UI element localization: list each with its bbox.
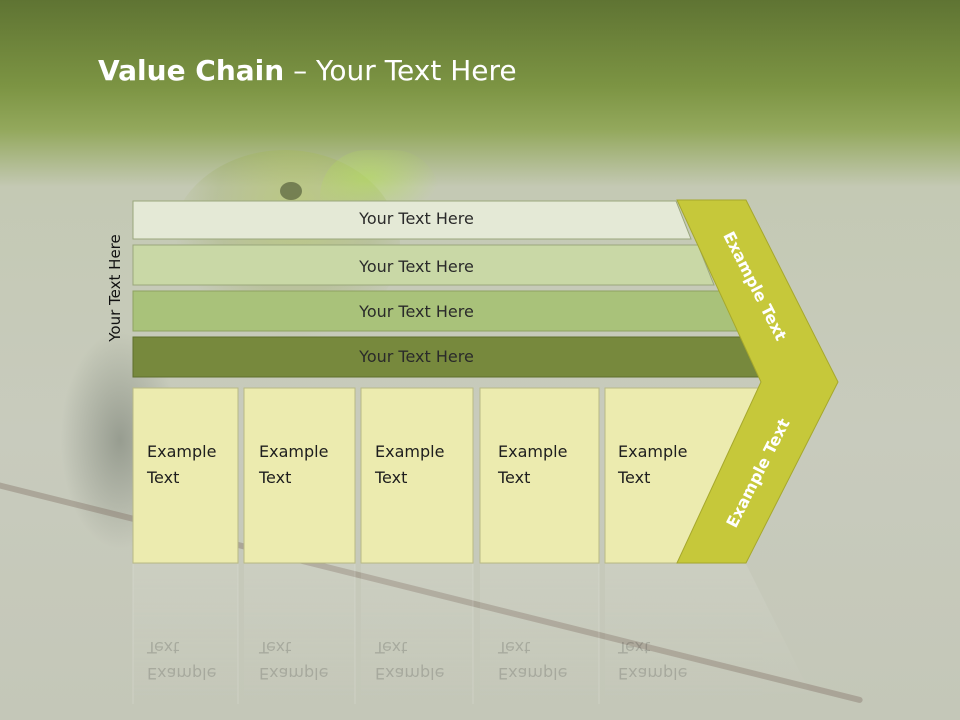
box-4-reflection: [480, 564, 599, 704]
box-1-reflection-label: Example Text: [147, 634, 216, 686]
box-2-reflection-line1: Example: [259, 664, 329, 683]
box-2-reflection-label: Example Text: [259, 634, 328, 686]
box-4-reflection-label: Example Text: [498, 634, 567, 686]
box-3-reflection-label: Example Text: [375, 634, 444, 686]
box-1-reflection-line2: Text: [147, 638, 180, 657]
box-3-line2: Text: [375, 468, 408, 487]
box-5-reflection-line2: Text: [618, 638, 651, 657]
box-2-reflection-line2: Text: [259, 638, 292, 657]
box-4: [479, 387, 600, 564]
box-2-line1: Example: [259, 442, 329, 461]
bar-2-label: Your Text Here: [359, 257, 474, 276]
box-5-line2: Text: [618, 468, 651, 487]
bar-3-label: Your Text Here: [359, 302, 474, 321]
box-5-reflection-line1: Example: [618, 664, 688, 683]
box-1-line2: Text: [147, 468, 180, 487]
title-bold: Value Chain: [98, 54, 285, 87]
box-5-reflection-label: Example Text: [618, 634, 687, 686]
background-eye: [280, 182, 302, 200]
box-3-line1: Example: [375, 442, 445, 461]
box-1-reflection: [133, 564, 238, 704]
box-1-line1: Example: [147, 442, 217, 461]
box-3-reflection-line2: Text: [375, 638, 408, 657]
box-1-reflection-line1: Example: [147, 664, 217, 683]
box-2-reflection: [244, 564, 355, 704]
box-4-line1: Example: [498, 442, 568, 461]
bar-4-label: Your Text Here: [359, 347, 474, 366]
box-2-line2: Text: [259, 468, 292, 487]
box-4-reflection-line2: Text: [498, 638, 531, 657]
box-4-line2: Text: [498, 468, 531, 487]
box-5-line1: Example: [618, 442, 688, 461]
box-3: [360, 387, 474, 564]
reflection-group: [132, 564, 816, 704]
box-2: [243, 387, 356, 564]
slide-title: Value Chain – Your Text Here: [98, 54, 517, 87]
title-rest: – Your Text Here: [284, 54, 517, 87]
chevron-reflection: [677, 564, 816, 704]
box-3-reflection: [361, 564, 473, 704]
bar-1-label: Your Text Here: [359, 209, 474, 228]
chevron-arrow: [676, 199, 839, 564]
box-3-reflection-line1: Example: [375, 664, 445, 683]
box-5-reflection: [605, 564, 745, 704]
box-1: [132, 387, 239, 564]
box-4-reflection-line1: Example: [498, 664, 568, 683]
bar-2: [132, 244, 715, 286]
bar-1: [132, 200, 692, 240]
